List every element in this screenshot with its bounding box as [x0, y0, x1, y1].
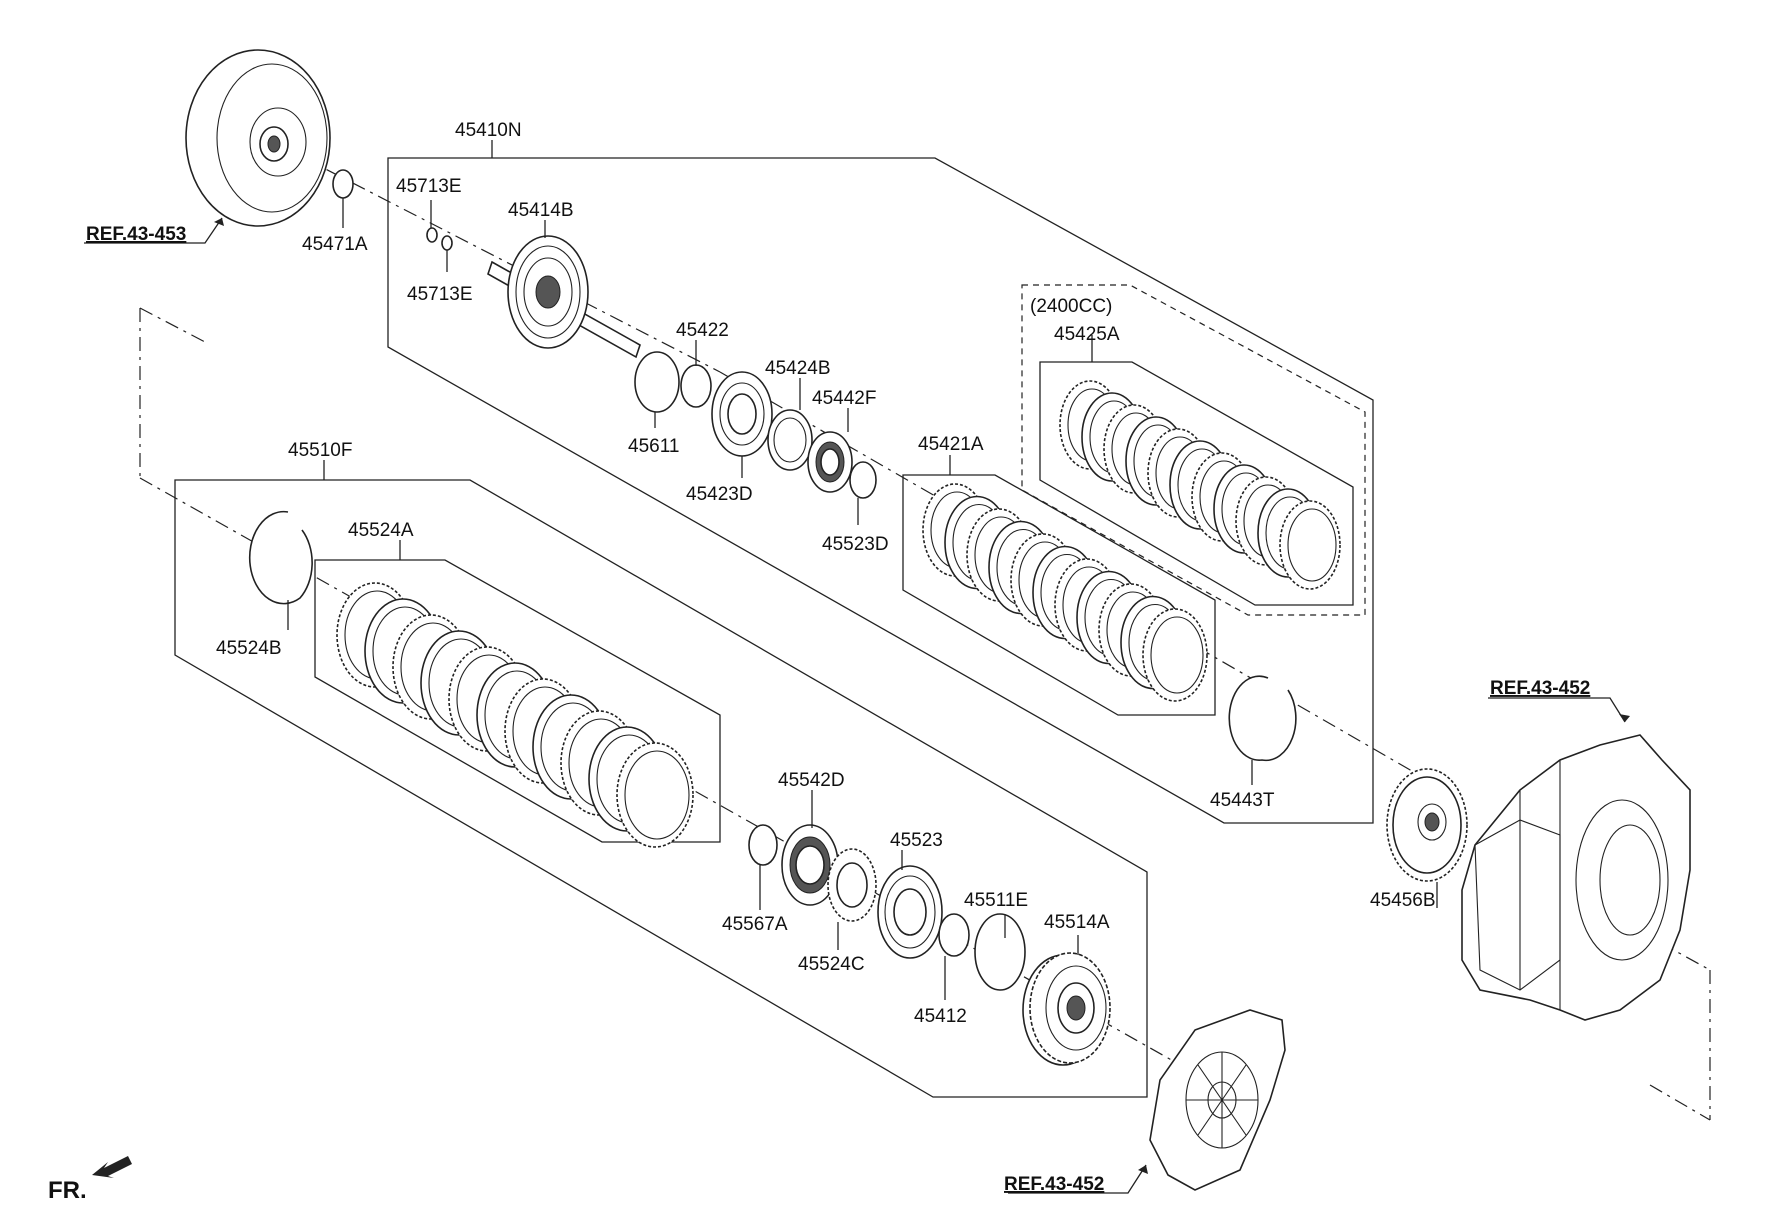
clutch-disc: [616, 742, 694, 848]
label-45443T: 45443T: [1210, 790, 1275, 811]
clutch-discs-45421A: [922, 483, 1208, 702]
piston-45423D: [711, 371, 773, 457]
label-45421A: 45421A: [918, 434, 984, 455]
group-box-45510F: [174, 479, 1148, 1098]
label-45422: 45422: [676, 320, 729, 341]
ref-link-43-453[interactable]: REF.43-453: [86, 224, 186, 245]
label-45424B: 45424B: [765, 358, 831, 379]
snap-ring-45523D: [849, 461, 877, 499]
label-45410N: 45410N: [455, 120, 522, 141]
part-labels: 45410N 45713E 45414B 45471A 45713E 45422…: [216, 120, 1436, 1027]
retainer-45523: [877, 865, 943, 959]
ref-arrowhead: [1138, 1165, 1148, 1174]
torque-converter-ref: [185, 49, 331, 227]
axis-left-top: [139, 307, 206, 343]
snap-ring-45443T: [1228, 675, 1297, 762]
label-45425A: 45425A: [1054, 324, 1120, 345]
o-ring-45412: [938, 913, 970, 957]
ref-link-43-452-cover[interactable]: REF.43-452: [1004, 1174, 1104, 1195]
label-45523D: 45523D: [822, 534, 889, 555]
transmission-case-ref: [1461, 734, 1691, 1021]
snap-ring-45422: [680, 364, 712, 408]
snap-ring-45611: [634, 351, 680, 413]
label-45524C: 45524C: [798, 954, 865, 975]
label-45456B: 45456B: [1370, 890, 1436, 911]
label-45523: 45523: [890, 830, 943, 851]
drum-45514A: [1022, 952, 1111, 1066]
label-45524B: 45524B: [216, 638, 282, 659]
input-shaft-45414B: [487, 235, 641, 359]
axis-right-low: [1649, 1084, 1711, 1121]
piston-45542D: [781, 824, 839, 906]
ref-arrowhead: [214, 218, 224, 226]
clutch-discs-45425A: [1059, 380, 1341, 590]
group-box-45421A: [902, 474, 1216, 716]
label-45442F: 45442F: [812, 388, 876, 409]
o-ring-45713E-a: [426, 227, 438, 243]
gear-45456B: [1386, 768, 1468, 882]
snap-ring-45567A: [748, 824, 778, 866]
o-ring-45713E-b: [441, 235, 453, 251]
spring-45524C: [827, 848, 877, 922]
clutch-disc-inner: [1150, 616, 1204, 694]
label-2400cc: (2400CC): [1030, 296, 1112, 317]
label-45713E: 45713E: [407, 284, 473, 305]
ref-arrowhead: [1619, 714, 1630, 722]
clutch-disc: [1279, 500, 1341, 590]
label-45510F: 45510F: [288, 440, 352, 461]
label-45567A: 45567A: [722, 914, 788, 935]
group-box-45524A: [314, 559, 721, 843]
front-arrow-icon: [92, 1156, 132, 1178]
leader-lines: [84, 140, 1626, 1194]
label-45423D: 45423D: [686, 484, 753, 505]
ref-link-43-452-case[interactable]: REF.43-452: [1490, 678, 1590, 699]
o-ring-45511E: [974, 913, 1026, 991]
group-box-45410N: [387, 157, 1374, 824]
front-marker: FR.: [48, 1177, 87, 1204]
snap-ring-45524B: [248, 510, 313, 605]
clutch-disc-inner: [1287, 508, 1337, 582]
label-45511E: 45511E: [964, 890, 1028, 911]
axis-right-up: [1609, 914, 1711, 971]
group-box-45425A: [1039, 361, 1354, 606]
axis-top: [274, 142, 721, 373]
clutch-disc: [1142, 608, 1208, 702]
spring-45424B: [767, 409, 813, 471]
label-45542D: 45542D: [778, 770, 845, 791]
label-45471A: 45471A: [302, 234, 368, 255]
label-45412: 45412: [914, 1006, 967, 1027]
label-45611: 45611: [628, 436, 679, 457]
snap-ring-45471A: [332, 169, 354, 199]
side-cover-ref: [1149, 1009, 1286, 1191]
label-45514A: 45514A: [1044, 912, 1110, 933]
label-45524A: 45524A: [348, 520, 414, 541]
label-45414B: 45414B: [508, 200, 574, 221]
clutch-discs-45524A: [336, 582, 694, 848]
clutch-disc-inner: [624, 750, 690, 840]
label-45713E: 45713E: [396, 176, 462, 197]
plate-45442F: [807, 431, 853, 493]
